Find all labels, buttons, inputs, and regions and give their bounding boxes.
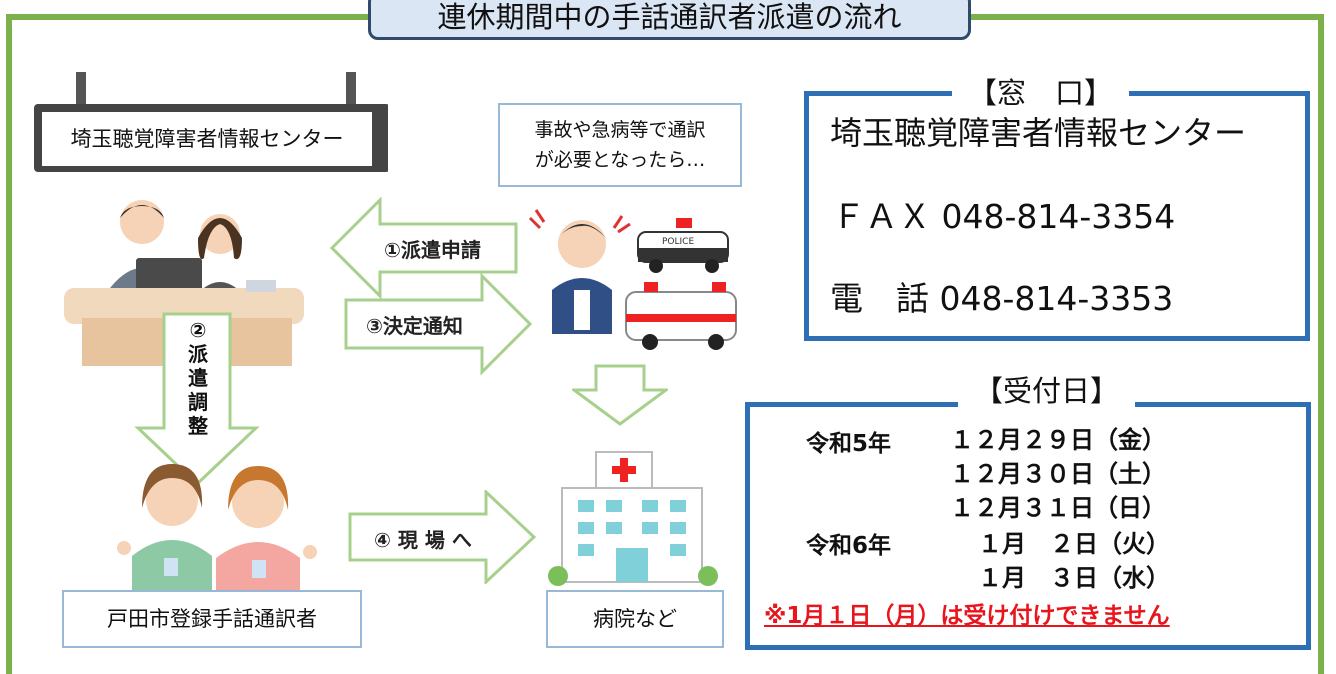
reception-heading: 【受付日】	[958, 368, 1136, 410]
contact-tel: 電 話 048-814-3353	[830, 279, 1174, 318]
arrow-right-2-icon	[348, 490, 536, 584]
hospital-icon	[548, 451, 718, 586]
arrow-left-icon	[330, 196, 518, 300]
interpreters-label: 戸田市登録手話通訳者	[107, 607, 317, 631]
hospital-box: 病院など	[546, 590, 724, 648]
step-1-label: ①派遣申請	[384, 238, 481, 262]
step-2-label: ② 派 遣 調 整	[186, 318, 210, 438]
page-title: 連休期間中の手話通訳者派遣の流れ	[368, 0, 971, 40]
reception-date-4: １月 ２日（火）	[978, 530, 1170, 558]
emergency-line-2: が必要となったら…	[534, 149, 706, 171]
step-2-char-3: 調	[188, 390, 208, 414]
reception-era-1: 令和5年	[806, 431, 892, 457]
hospital-label: 病院など	[593, 607, 677, 631]
step-3-label: ③決定通知	[366, 314, 463, 338]
reception-date-2: １２月３０日（土）	[950, 460, 1166, 488]
arrow-down-icon	[134, 312, 260, 487]
interpreters-box: 戸田市登録手話通訳者	[62, 590, 362, 648]
police-text: POLICE	[662, 237, 694, 247]
emergency-box: 事故や急病等で通訳 が必要となったら…	[498, 103, 742, 187]
step-2-char-2: 遣	[188, 366, 208, 390]
center-sign: 埼玉聴覚障害者情報センター	[42, 112, 372, 166]
emergency-illustration: POLICE	[528, 209, 737, 350]
contact-heading: 【窓 口】	[952, 70, 1130, 112]
step-2-number: ②	[189, 318, 207, 342]
center-sign-label: 埼玉聴覚障害者情報センター	[70, 127, 344, 151]
reception-note: ※1月１日（月）は受け付けできません	[764, 603, 1170, 629]
arrow-down-small-icon	[572, 364, 668, 426]
reception-era-2: 令和6年	[806, 533, 892, 559]
interpreters-illustration	[117, 464, 317, 590]
contact-fax: ＦＡＸ 048-814-3354	[832, 197, 1176, 236]
contact-name: 埼玉聴覚障害者情報センター	[830, 114, 1247, 152]
contact-panel	[804, 91, 1310, 341]
arrow-right-icon	[344, 272, 532, 376]
reception-date-5: １月 ３日（水）	[978, 564, 1170, 592]
step-4-label: ④ 現 場 へ	[374, 528, 472, 552]
step-2-char-4: 整	[188, 414, 208, 438]
emergency-line-1: 事故や急病等で通訳	[534, 119, 706, 141]
reception-date-3: １２月３１日（日）	[950, 494, 1166, 522]
step-2-char-1: 派	[188, 342, 208, 366]
reception-date-1: １２月２９日（金）	[950, 426, 1166, 454]
